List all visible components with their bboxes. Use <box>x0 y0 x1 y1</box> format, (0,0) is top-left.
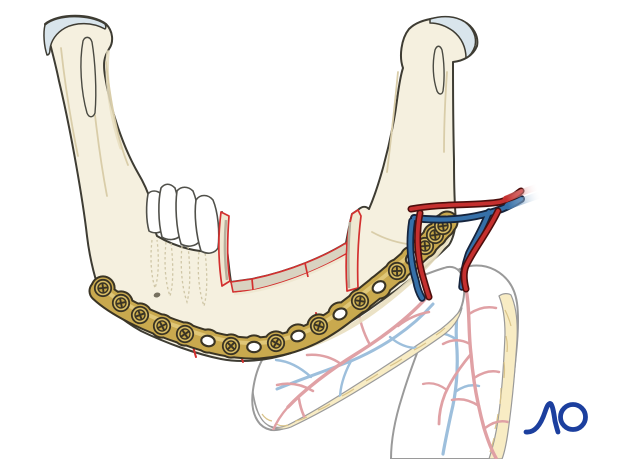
paddle-left-vessels <box>269 294 435 431</box>
condyle-cap-right <box>429 15 477 59</box>
vein-fade-tail <box>504 191 544 210</box>
fat-strip-right <box>488 293 518 459</box>
mental-foramen <box>153 292 161 298</box>
teeth <box>145 183 220 254</box>
osteotomy-cut-left <box>218 211 231 287</box>
reconstruction-plate <box>88 210 459 360</box>
fat-strip-left <box>252 307 463 430</box>
condyle-cap-left <box>43 15 107 56</box>
plate-screw <box>221 336 241 356</box>
ao-logo-letter-o <box>558 402 588 432</box>
artery-fade-tail <box>502 183 541 203</box>
tooth-roots-dotted <box>150 239 208 309</box>
sigmoid-slot-left <box>80 36 97 118</box>
ao-logo-letter-a <box>523 401 561 435</box>
tooth <box>194 194 220 254</box>
ao-logo <box>523 401 588 435</box>
soft-tissue-paddle-right <box>389 264 520 459</box>
sigmoid-slot-right <box>432 45 445 95</box>
vascular-pedicle <box>406 183 544 302</box>
pedicle-artery <box>407 187 525 301</box>
plate-hole-empty <box>246 340 262 354</box>
